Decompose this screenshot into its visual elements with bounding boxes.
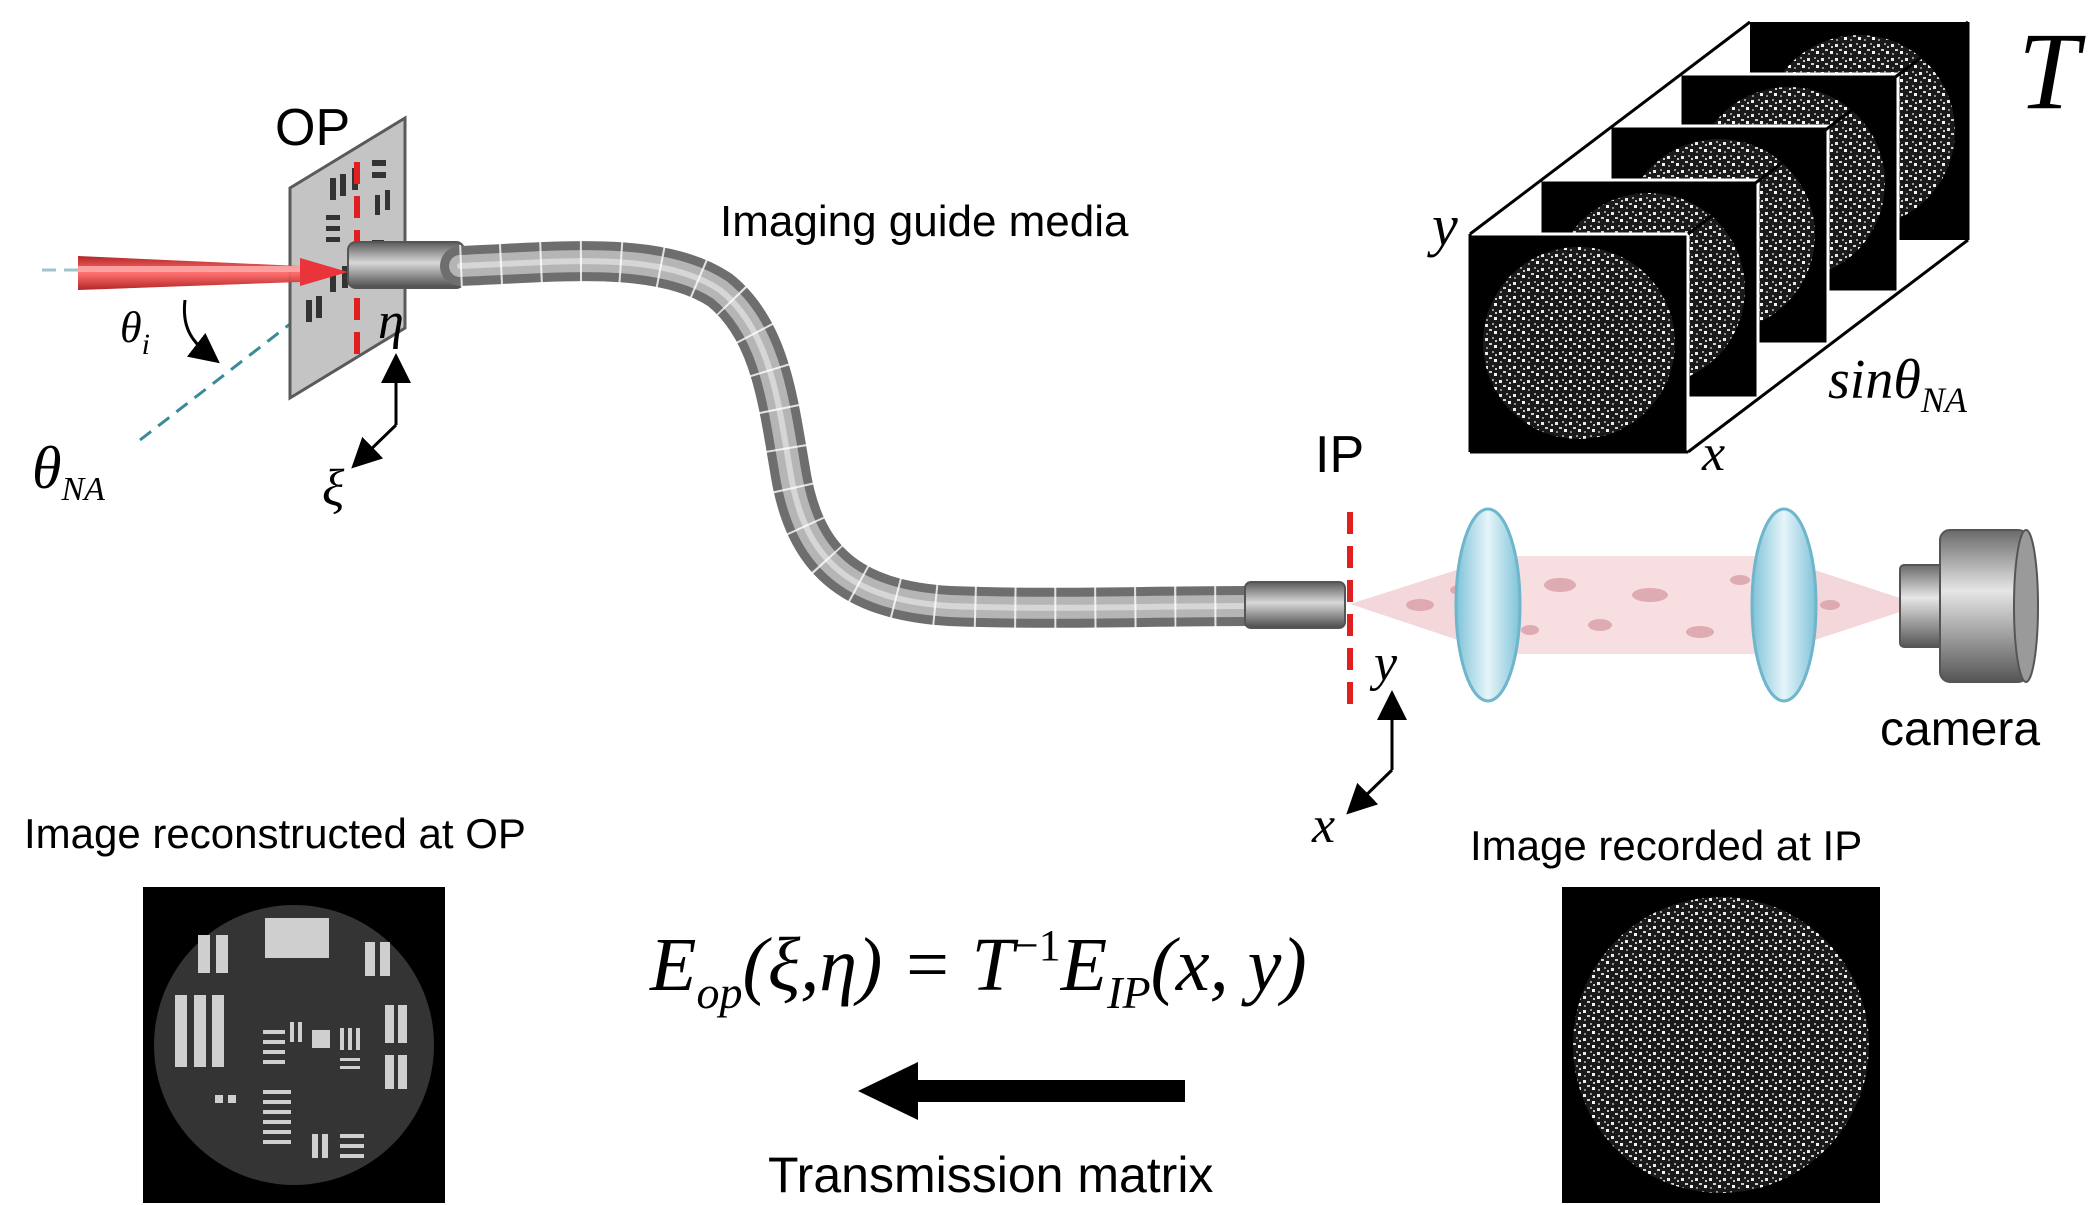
recorded-image xyxy=(1562,887,1880,1203)
reconstructed-image xyxy=(143,887,445,1203)
reconstructed-label: Image reconstructed at OP xyxy=(24,810,526,857)
theta-i-label: θi xyxy=(120,303,150,361)
fiber-bundle xyxy=(347,240,1346,629)
ip-x-label: x xyxy=(1311,797,1335,854)
ip-axes xyxy=(1346,690,1407,815)
camera-icon xyxy=(1899,529,2039,683)
eta-label: η xyxy=(378,293,404,350)
lens-2 xyxy=(1750,507,1818,703)
tm-box-edges xyxy=(1468,20,1970,454)
recorded-label: Image recorded at IP xyxy=(1470,822,1862,869)
sin-theta-na-label: sinθNA xyxy=(1828,349,1968,420)
theta-i-arrow xyxy=(182,299,220,364)
media-label: Imaging guide media xyxy=(720,197,1129,246)
theta-na-label: θNA xyxy=(32,435,105,508)
tm-symbol: T xyxy=(2018,10,2086,132)
tm-frame-1 xyxy=(1468,232,1690,454)
ip-y-label: y xyxy=(1369,635,1398,692)
laser-beam xyxy=(78,256,348,290)
stack-y-label: y xyxy=(1427,193,1458,258)
op-axes xyxy=(351,353,411,469)
inverse-equation: Eop(ξ,η) = T−1EIP(x, y) xyxy=(649,921,1307,1018)
inverse-direction-arrow xyxy=(858,1062,1185,1120)
xi-label: ξ xyxy=(322,460,345,517)
stack-x-label: x xyxy=(1701,425,1725,482)
camera-label: camera xyxy=(1880,703,2040,756)
ip-label: IP xyxy=(1315,426,1364,484)
tm-stack xyxy=(1468,20,1970,454)
lens-1 xyxy=(1454,507,1522,703)
op-label: OP xyxy=(275,99,350,157)
transmission-matrix-label: Transmission matrix xyxy=(768,1147,1213,1203)
